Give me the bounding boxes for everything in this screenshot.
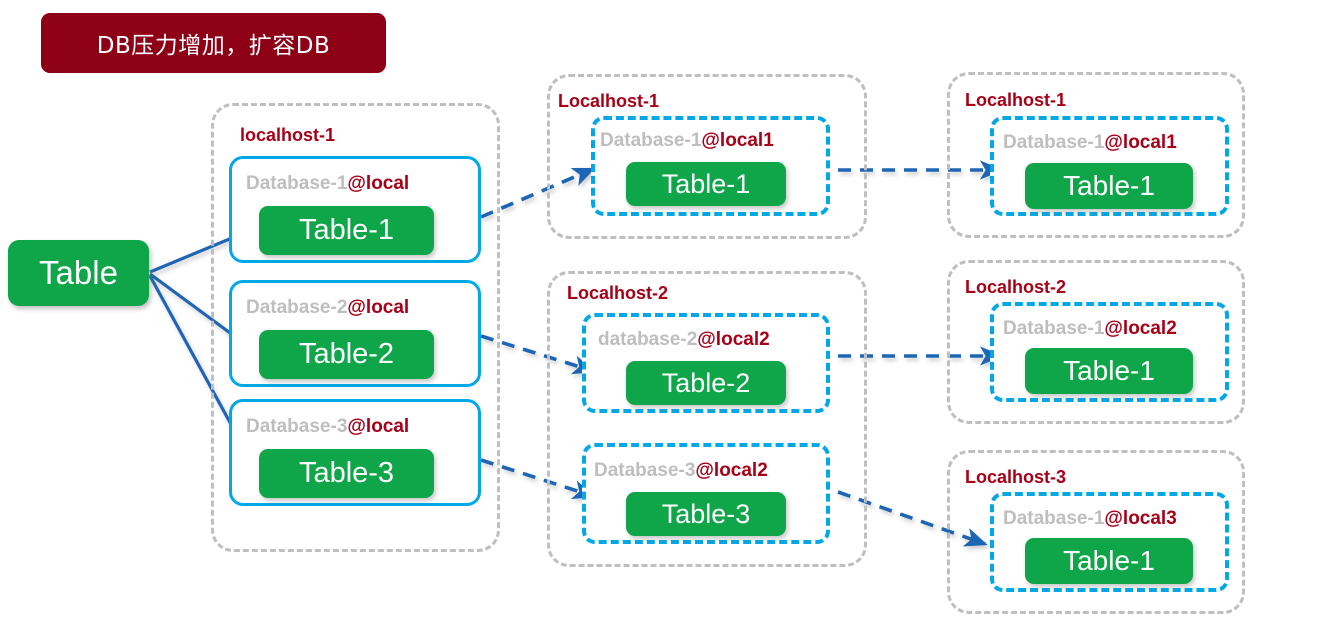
table-pill-col1-1[interactable]: Table-1 (259, 206, 434, 255)
db-at-col1-1: @local (347, 173, 410, 194)
db-label-col3-3: Database-1@local3 (1003, 509, 1177, 528)
db-name-col3-1: Database-1 (1003, 132, 1105, 153)
db-name-col3-2: Database-1 (1003, 318, 1105, 339)
host-label-col3-1: Localhost-1 (965, 90, 1067, 110)
host-label-col1: localhost-1 (240, 125, 336, 145)
table-pill-label-col2-3: Table-3 (661, 498, 751, 529)
db-name-col2-2: database-2 (598, 329, 698, 350)
table-pill-col2-1[interactable]: Table-1 (626, 162, 786, 206)
host-group-localhost-1-col1 (211, 103, 500, 552)
host-group-localhost-2-col2 (547, 271, 867, 567)
table-pill-label-col1-2: Table-2 (298, 338, 395, 370)
table-pill-col3-2[interactable]: Table-1 (1025, 348, 1193, 394)
db-name-col3-3: Database-1 (1003, 508, 1105, 529)
table-pill-col3-1[interactable]: Table-1 (1025, 163, 1193, 209)
db-at-col2-3: @local2 (695, 460, 768, 481)
db-label-col3-2: Database-1@local2 (1003, 319, 1177, 338)
db-label-col1-3: Database-3@local (246, 417, 409, 436)
table-pill-label-col3-2: Table-1 (1063, 355, 1155, 386)
db-label-col2-3: Database-3@local2 (594, 461, 768, 480)
table-pill-col1-3[interactable]: Table-3 (259, 449, 434, 498)
title-banner: DB压力增加，扩容DB (41, 13, 386, 73)
host-label-col3-2: Localhost-2 (965, 277, 1067, 297)
table-pill-col1-2[interactable]: Table-2 (259, 330, 434, 379)
db-label-col2-1: Database-1@local1 (600, 131, 774, 150)
table-pill-label-col3-1: Table-1 (1063, 170, 1155, 201)
host-label-col2-1: Localhost-1 (558, 91, 660, 111)
db-at-col3-1: @local1 (1104, 132, 1177, 153)
host-group-localhost-2-col3 (947, 260, 1245, 424)
table-pill-label-col3-3: Table-1 (1063, 545, 1155, 576)
db-name-col1-2: Database-2 (246, 297, 348, 318)
db-at-col1-2: @local (347, 297, 410, 318)
table-pill-col2-2[interactable]: Table-2 (626, 361, 786, 405)
source-table-label: Table (39, 254, 118, 291)
table-pill-label-col1-1: Table-1 (298, 214, 395, 246)
db-at-col2-2: @local2 (697, 329, 770, 350)
host-group-localhost-3-col3 (947, 450, 1245, 614)
table-pill-col2-3[interactable]: Table-3 (626, 492, 786, 536)
db-label-col1-2: Database-2@local (246, 298, 409, 317)
host-label-col2-2: Localhost-2 (567, 283, 669, 303)
table-pill-label-col2-2: Table-2 (661, 367, 751, 398)
host-label-col3-3: Localhost-3 (965, 467, 1067, 487)
db-label-col1-1: Database-1@local (246, 174, 409, 193)
db-name-col1-1: Database-1 (246, 173, 348, 194)
title-banner-text: DB压力增加，扩容DB (96, 33, 331, 59)
table-pill-col3-3[interactable]: Table-1 (1025, 538, 1193, 584)
db-at-col1-3: @local (347, 416, 410, 437)
host-group-localhost-1-col2 (547, 74, 867, 239)
table-pill-label-col2-1: Table-1 (661, 168, 751, 199)
db-at-col2-1: @local1 (701, 130, 774, 151)
db-name-col1-3: Database-3 (246, 416, 348, 437)
db-at-col3-3: @local3 (1104, 508, 1177, 529)
db-name-col2-3: Database-3 (594, 460, 696, 481)
table-pill-label-col1-3: Table-3 (298, 457, 395, 489)
db-at-col3-2: @local2 (1104, 318, 1177, 339)
db-name-col2-1: Database-1 (600, 130, 702, 151)
host-group-localhost-1-col3 (947, 72, 1245, 238)
db-label-col3-1: Database-1@local1 (1003, 133, 1177, 152)
db-label-col2-2: database-2@local2 (598, 330, 770, 349)
source-table-node[interactable]: Table (8, 240, 149, 306)
